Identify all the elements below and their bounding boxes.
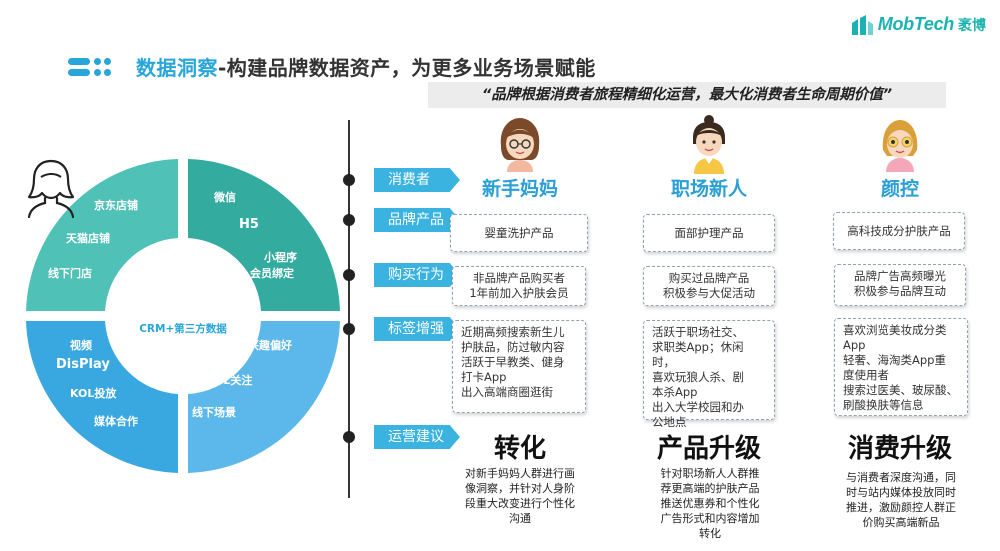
ring-quadrant-top-right — [188, 159, 340, 311]
ring-center-label: CRM+第三方数据 — [139, 323, 227, 335]
product-box: 面部护理产品 — [643, 214, 775, 252]
timeline-axis — [348, 120, 350, 498]
logo-cn: 袤博 — [958, 17, 986, 34]
behavior-box: 非品牌产品购买者 1年前加入护肤会员 — [452, 266, 586, 306]
strategy-label: 消费升级 — [847, 434, 952, 464]
tags-box: 近期高频搜索新生儿 护肤品，防过敏内容 活跃于早教类、健身 打卡App 出入高端… — [452, 320, 586, 413]
ring-label: 视频 — [70, 339, 92, 352]
timeline-dot — [343, 431, 355, 443]
behavior-box: 购买过品牌产品 积极参与大促活动 — [643, 266, 775, 306]
persona-name: 新手妈妈 — [481, 178, 558, 200]
timeline-dot — [343, 214, 355, 226]
ring-label: 媒体合作 — [94, 415, 138, 428]
row-tag-tags: 标签增强 — [374, 317, 460, 341]
page-title: 数据洞察-构建品牌数据资产，为更多业务场景赋能 — [68, 52, 596, 81]
row-tag-behavior: 购买行为 — [374, 263, 460, 287]
ring-label: 天猫店铺 — [66, 232, 110, 245]
row-tag-consumer: 消费者 — [374, 168, 460, 192]
row-tag-advice: 运营建议 — [374, 425, 460, 449]
advice-text: 与消费者深度沟通，同 时与站内媒体投放同时 推进，激励颜控人群正 价购买高端新品 — [846, 471, 956, 529]
data-source-ring: 京东店铺 天猫店铺 线下门店 微信 H5 小程序 会员绑定 视频 DisPlay… — [24, 157, 342, 475]
ring-label: 会员绑定 — [250, 267, 294, 280]
title-highlight: 数据洞察 — [136, 56, 218, 80]
persona-name: 颜控 — [880, 178, 919, 200]
timeline-dot — [343, 174, 355, 186]
behavior-box: 品牌广告高频曝光 积极参与品牌互动 — [834, 264, 966, 306]
ring-label: 线下门店 — [48, 267, 92, 280]
logo-text: MobTech — [877, 14, 955, 34]
ring-quadrant-top-left — [26, 159, 178, 311]
ring-segments — [26, 159, 340, 473]
tags-box: 活跃于职场社交、 求职类App；休闲时， 喜欢玩狼人杀、剧 本杀App 出入大学… — [643, 320, 775, 429]
mom-avatar-icon — [500, 118, 540, 172]
ring-label: 京东店铺 — [94, 199, 138, 212]
title-dots-icon — [68, 57, 120, 76]
office-worker-avatar-icon — [693, 115, 725, 174]
ring-label: 小程序 — [264, 251, 297, 264]
quote-banner: “品牌根据消费者旅程精细化运营，最大化消费者生命周期价值” — [428, 82, 946, 108]
ring-quadrant-bottom-left — [26, 321, 178, 473]
product-box: 高科技成分护肤产品 — [833, 212, 965, 250]
ring-label: DisPlay — [56, 357, 110, 372]
logo-mark-icon — [851, 14, 873, 35]
ring-label: 兴趣偏好 — [248, 339, 292, 352]
strategy-label: 转化 — [493, 434, 546, 464]
person-outline-icon — [27, 159, 75, 219]
brand-logo: MobTech 袤博 — [850, 14, 986, 35]
timeline-dot — [343, 323, 355, 335]
advice-text: 对新手妈妈人群进行画 像洞察，并针对人身阶 段重大改变进行个性化 沟通 — [465, 467, 575, 525]
ring-quadrant-bottom-right — [188, 321, 340, 473]
beauty-fan-avatar-icon — [882, 120, 918, 172]
ring-center — [106, 239, 260, 393]
ring-label: 线下场景 — [192, 406, 236, 419]
strategy-label: 产品升级 — [656, 434, 761, 464]
title-rest: -构建品牌数据资产，为更多业务场景赋能 — [218, 56, 596, 80]
ring-label: 微信 — [214, 191, 236, 204]
product-box: 婴童洗护产品 — [450, 214, 588, 252]
timeline-dot — [343, 269, 355, 281]
tags-box: 喜欢浏览美妆成分类 App 轻奢、海淘类App重 度使用者 搜索过医美、玻尿酸、… — [834, 318, 968, 416]
persona-name: 职场新人 — [670, 178, 747, 200]
advice-text: 针对职场新人人群推 荐更高端的护肤产品 推送优惠券和个性化 广告形式和内容增加 … — [660, 467, 760, 540]
ring-label: H5 — [239, 217, 259, 232]
row-tag-product: 品牌产品 — [374, 208, 460, 232]
ring-label: KOL投放 — [70, 387, 117, 400]
